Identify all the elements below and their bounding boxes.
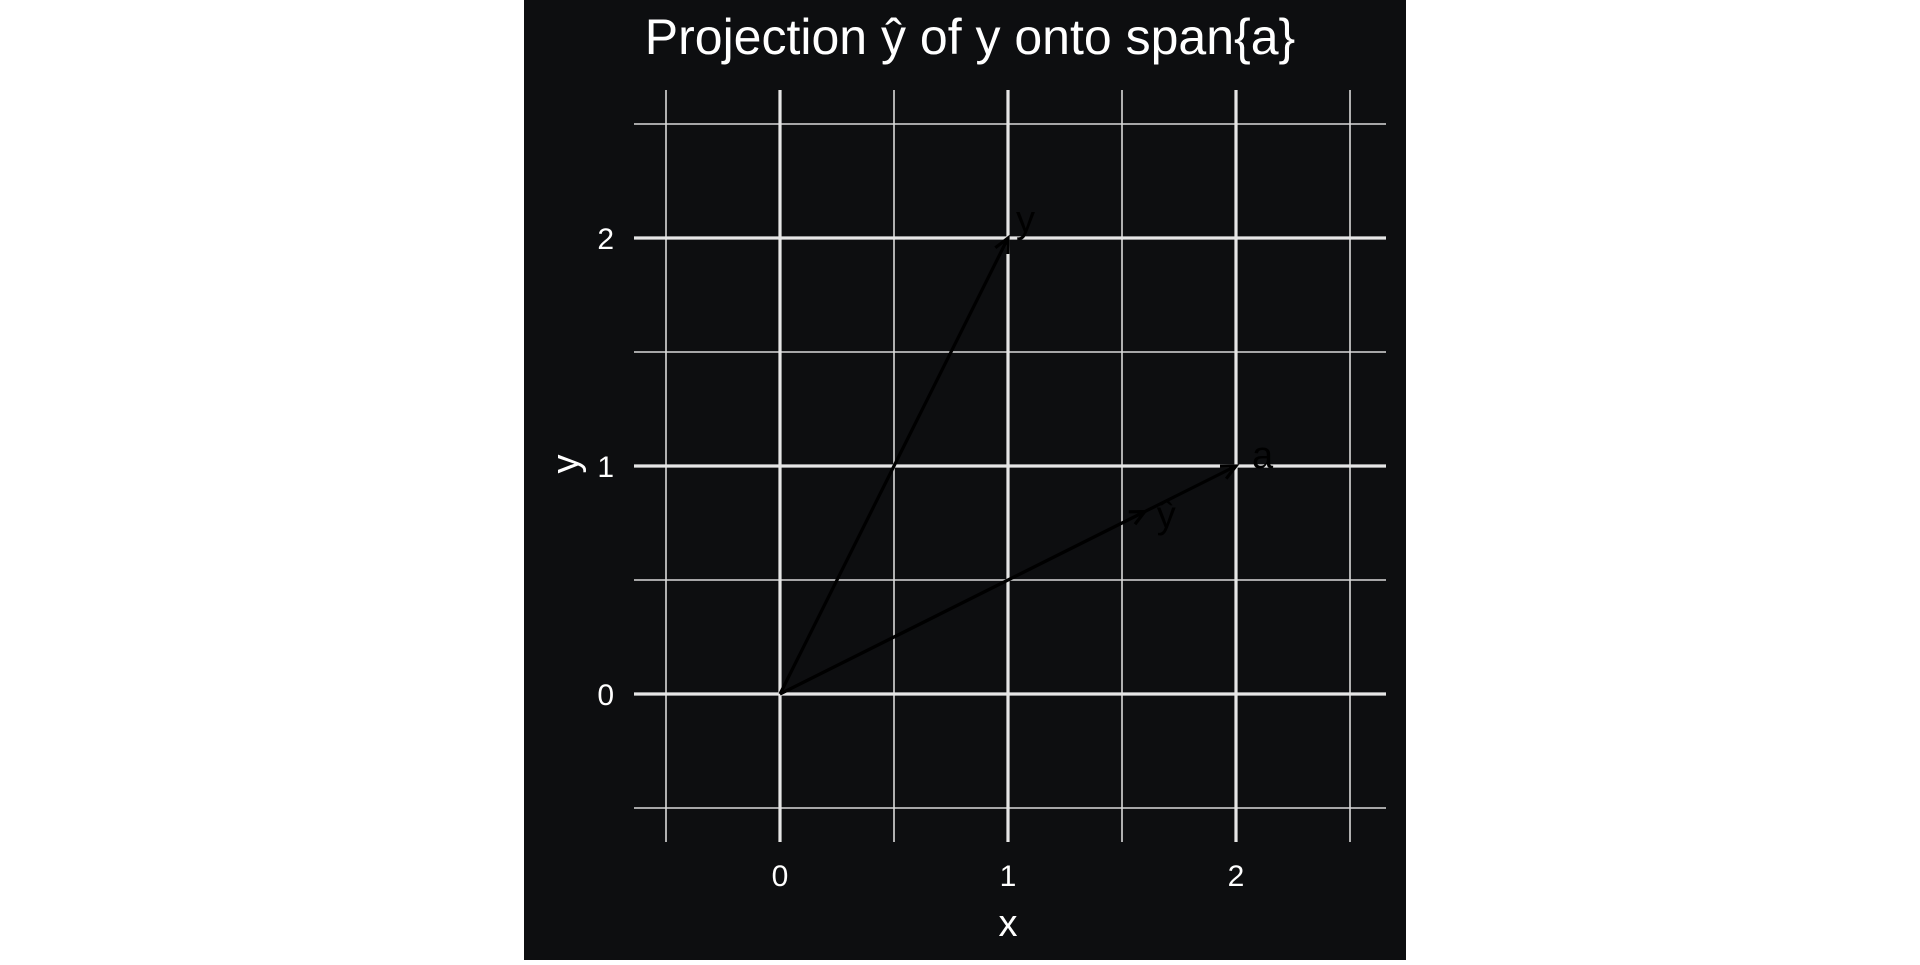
vector-y-arrowhead bbox=[994, 234, 1010, 255]
x-axis-label: x bbox=[999, 903, 1018, 945]
tick-labels: 0 1 2 0 1 2 bbox=[597, 223, 1244, 893]
vector-y-label: y bbox=[1016, 199, 1035, 241]
y-tick-label: 0 bbox=[597, 679, 614, 712]
y-axis-label: y bbox=[545, 455, 587, 474]
vector-y-hat-line bbox=[779, 510, 1146, 696]
vector-a-arrowhead bbox=[1219, 464, 1240, 480]
x-tick-label: 0 bbox=[772, 860, 789, 893]
vectors: y a ŷ bbox=[778, 199, 1274, 696]
vector-y-hat-arrowhead bbox=[1128, 509, 1149, 526]
x-tick-label: 1 bbox=[1000, 860, 1017, 893]
major-grid bbox=[634, 90, 1386, 842]
x-tick-label: 2 bbox=[1228, 860, 1245, 893]
vector-a-label: a bbox=[1252, 435, 1274, 477]
vector-y-line bbox=[778, 237, 1010, 695]
vector-y-hat-label: ŷ bbox=[1157, 495, 1176, 537]
y-tick-label: 1 bbox=[597, 451, 614, 484]
panel-background bbox=[524, 0, 1406, 960]
y-tick-label: 2 bbox=[597, 223, 614, 256]
chart-title: Projection ŷ of y onto span{a} bbox=[645, 9, 1295, 65]
